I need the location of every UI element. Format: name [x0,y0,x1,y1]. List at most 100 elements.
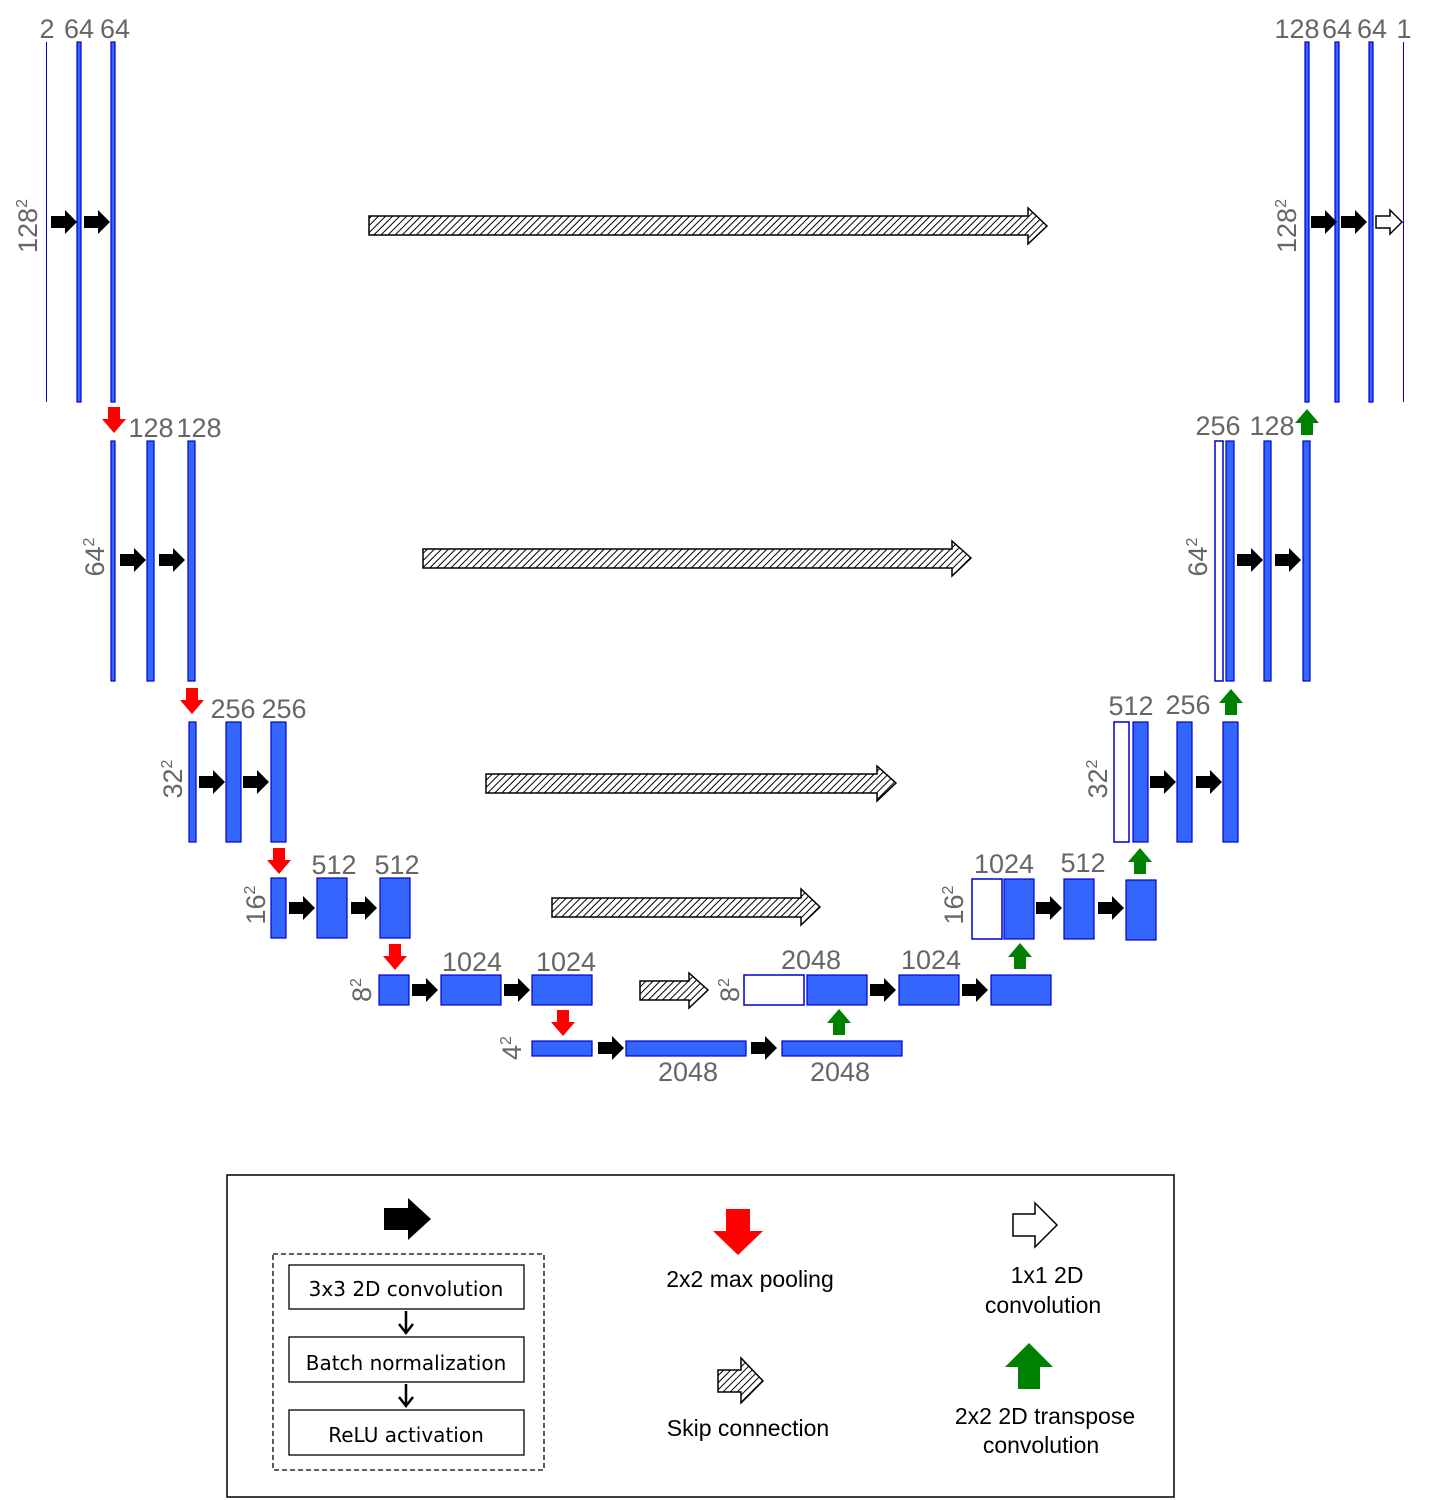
skip-connection-arrow-icon [422,539,973,578]
skip-connection-arrow-icon [639,971,710,1010]
feature-map [110,440,116,682]
size-label: 642 [80,537,110,576]
feature-map [625,1040,747,1057]
channel-label: 256 [261,694,306,724]
feature-map [1132,721,1149,843]
feature-map-copied [971,878,1003,940]
conv-arrow-icon [1311,210,1337,234]
channel-label: 2 [39,14,54,44]
conv-arrow-icon [1237,548,1263,572]
channel-label: 64 [1357,14,1387,44]
size-labels: 1282 1282 642 642 322 322 162 162 82 82 … [13,199,1302,1060]
feature-map-copied [1113,721,1130,843]
feature-map [898,974,960,1006]
transpose-conv-arrow-icon [1128,848,1152,874]
size-label: 322 [1083,759,1113,798]
feature-map-copied [743,974,805,1006]
channel-label: 512 [1060,848,1105,878]
feature-map [1003,878,1035,940]
channel-label: 1024 [974,849,1034,879]
channel-label: 1024 [901,945,961,975]
conv-step-label: 3x3 2D convolution [309,1277,504,1301]
feature-map-copied [1214,440,1224,682]
channel-label: 2048 [810,1057,870,1087]
max-pool-arrow-icon [551,1010,575,1036]
feature-map [1176,721,1193,843]
skip-connection-arrow-icon [485,764,898,803]
max-pool-arrows [102,407,575,1036]
step-arrow-icon [398,1384,414,1409]
channel-label: 128 [1274,14,1319,44]
skip-connection-label: Skip connection [667,1415,829,1441]
channel-label: 1 [1396,14,1411,44]
feature-map [110,41,116,403]
channel-label: 256 [1165,690,1210,720]
channel-label: 512 [374,850,419,880]
conv-arrow-icon [1036,896,1062,920]
channel-label: 128 [128,413,173,443]
conv-arrow-icon [1150,770,1176,794]
feature-map [531,974,593,1006]
feature-map [225,721,242,843]
feature-map [76,41,82,403]
conv-step-box [288,1409,525,1456]
conv-step-label: Batch normalization [306,1351,507,1375]
size-label: 1282 [1272,199,1302,253]
step-arrow-icon [398,1311,414,1336]
feature-map [1125,879,1157,941]
conv-arrow-icon [351,896,377,920]
feature-map [440,974,502,1006]
feature-map [781,1040,903,1057]
conv-arrow-icon [199,770,225,794]
size-label: 162 [241,885,271,924]
feature-map [1368,41,1374,403]
feature-map [188,721,197,843]
max-pool-label: 2x2 max pooling [666,1266,834,1292]
feature-map [990,974,1052,1006]
size-label: 162 [939,885,969,924]
one-by-one-conv-arrow-icon [1375,208,1404,236]
transpose-label: 2x2 2D transpose [955,1403,1135,1429]
skip-connection-arrow-icon [551,887,822,927]
feature-map [1063,878,1095,940]
channel-label: 64 [1322,14,1352,44]
conv-step-box [288,1264,525,1310]
conv-arrow-icon [120,548,146,572]
legend-conv-arrow-icon [384,1198,431,1240]
legend-transpose-arrow-icon [1005,1343,1053,1389]
legend-max-pool-arrow-icon [713,1209,763,1255]
size-label: 322 [158,759,188,798]
transpose-conv-arrow-icon [1295,409,1319,435]
conv-arrow-icon [289,896,315,920]
feature-map [316,877,348,939]
conv-arrow-icon [751,1036,777,1060]
transpose-conv-arrow-icon [1008,943,1032,969]
feature-map-output [1403,42,1404,402]
conv-arrow-icon [159,548,185,572]
channel-label: 128 [1249,411,1294,441]
channel-label: 256 [1195,411,1240,441]
conv-arrow-icon [504,978,530,1002]
one-by-one-label: 1x1 2D [1011,1262,1084,1288]
conv-arrow-icon [243,770,269,794]
channel-labels: 2 64 64 128 64 64 1 128 128 256 128 256 … [39,14,1411,1087]
feature-map [379,877,411,939]
conv-arrow-icon [51,210,77,234]
conv-arrow-icon [962,978,988,1002]
feature-map [1302,440,1311,682]
max-pool-arrow-icon [383,944,407,970]
feature-map [1225,440,1235,682]
conv-arrow-icon [1275,548,1301,572]
skip-connection-arrow-icon [368,206,1049,246]
channel-label: 1024 [536,947,596,977]
conv-arrows [51,210,1367,1060]
channel-label: 1024 [442,947,502,977]
transpose-label: convolution [983,1432,1099,1458]
conv-step-box [288,1336,525,1383]
channel-label: 128 [176,413,221,443]
size-label: 82 [715,978,745,1002]
conv-arrow-icon [1341,210,1367,234]
size-label: 42 [497,1036,527,1060]
feature-map [187,440,196,682]
channel-label: 256 [210,694,255,724]
